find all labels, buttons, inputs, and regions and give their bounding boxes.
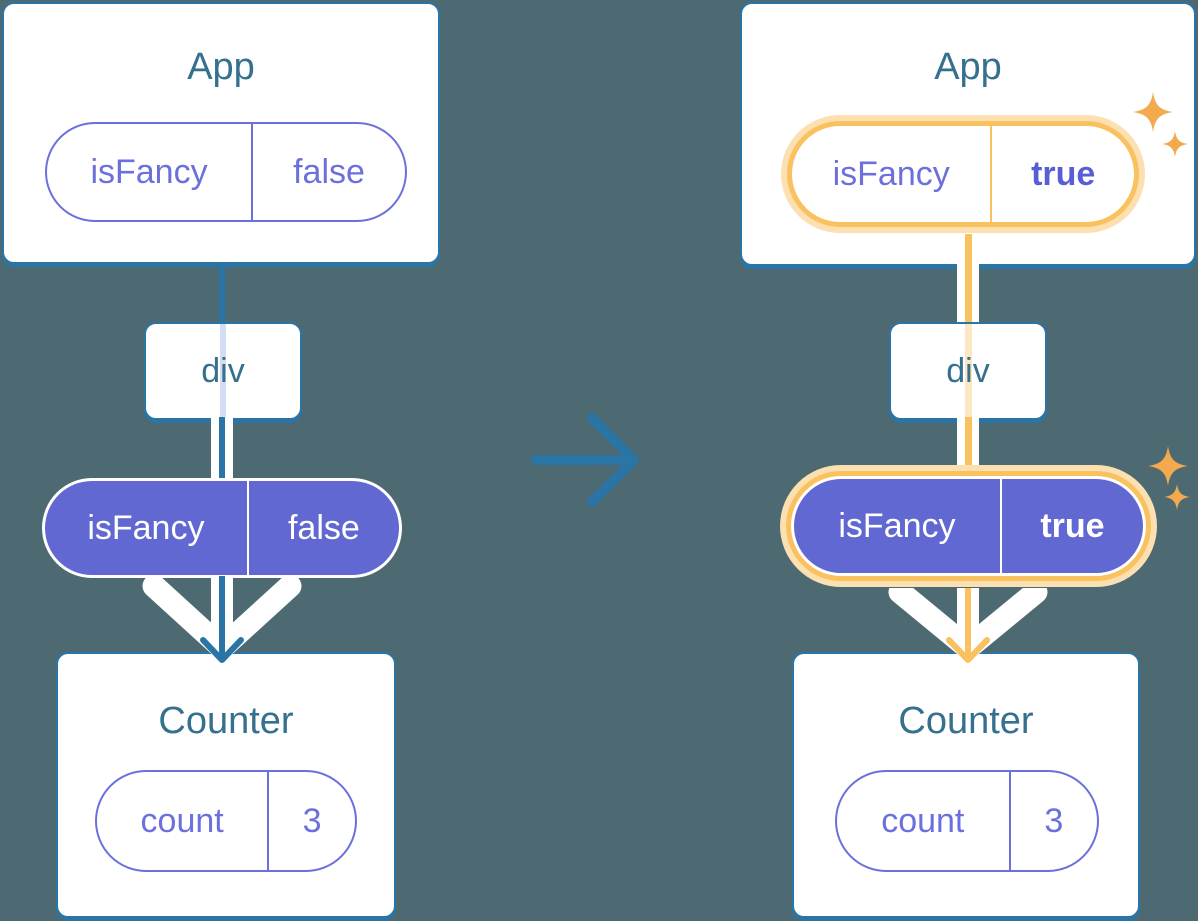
prop-key-label: isFancy bbox=[838, 507, 956, 545]
state-value-label: 3 bbox=[1008, 772, 1097, 870]
after-div-to-pill-line-core bbox=[964, 417, 972, 480]
after-div-label: div bbox=[946, 351, 990, 390]
prop-key-label: isFancy bbox=[90, 153, 208, 191]
prop-value-label: true bbox=[990, 126, 1134, 222]
prop-value-label: false bbox=[246, 481, 399, 575]
before-app-to-div-line bbox=[219, 264, 225, 324]
sparkle-icon bbox=[1133, 92, 1173, 132]
after-app-prop-pill: isFancy true bbox=[787, 121, 1139, 227]
prop-value-label: true bbox=[999, 479, 1143, 573]
state-key-label: count bbox=[881, 802, 965, 840]
after-div-box: div bbox=[889, 322, 1047, 420]
after-app-title: App bbox=[934, 46, 1002, 88]
before-app-prop-pill: isFancy false bbox=[45, 122, 407, 222]
sparkle-icon bbox=[1148, 446, 1188, 486]
after-counter-state-pill: count 3 bbox=[835, 770, 1099, 872]
after-counter-title: Counter bbox=[898, 700, 1034, 742]
before-app-title: App bbox=[187, 46, 255, 88]
prop-key-label: isFancy bbox=[832, 155, 950, 193]
prop-key-label: isFancy bbox=[87, 509, 205, 547]
before-counter-card: Counter count 3 bbox=[56, 652, 396, 918]
before-counter-title: Counter bbox=[158, 700, 294, 742]
after-div-prop-passthrough-line bbox=[964, 324, 972, 418]
after-counter-card: Counter count 3 bbox=[792, 652, 1140, 918]
down-arrow-icon bbox=[142, 576, 302, 663]
before-div-to-pill-line bbox=[211, 417, 233, 480]
before-div-label: div bbox=[201, 351, 245, 390]
before-div-prop-passthrough-line bbox=[220, 324, 226, 418]
before-app-card: App isFancy false bbox=[2, 2, 440, 264]
after-passed-prop-pill: isFancy true bbox=[791, 476, 1146, 576]
after-app-to-div-line bbox=[957, 234, 979, 324]
before-passed-prop-pill: isFancy false bbox=[42, 478, 402, 578]
after-div-to-pill-line bbox=[957, 417, 979, 480]
after-app-card: App bbox=[740, 2, 1196, 266]
down-arrow-icon bbox=[888, 588, 1048, 663]
before-div-box: div bbox=[144, 322, 302, 420]
before-div-to-pill-line-core bbox=[219, 417, 225, 480]
before-counter-state-pill: count 3 bbox=[95, 770, 357, 872]
state-value-label: 3 bbox=[267, 772, 355, 870]
sparkle-icon bbox=[1164, 484, 1190, 510]
state-key-label: count bbox=[140, 802, 224, 840]
after-app-to-div-line-core bbox=[964, 234, 972, 324]
prop-value-label: false bbox=[251, 124, 405, 220]
sparkle-icon bbox=[1162, 131, 1188, 157]
right-arrow-icon bbox=[531, 413, 639, 507]
